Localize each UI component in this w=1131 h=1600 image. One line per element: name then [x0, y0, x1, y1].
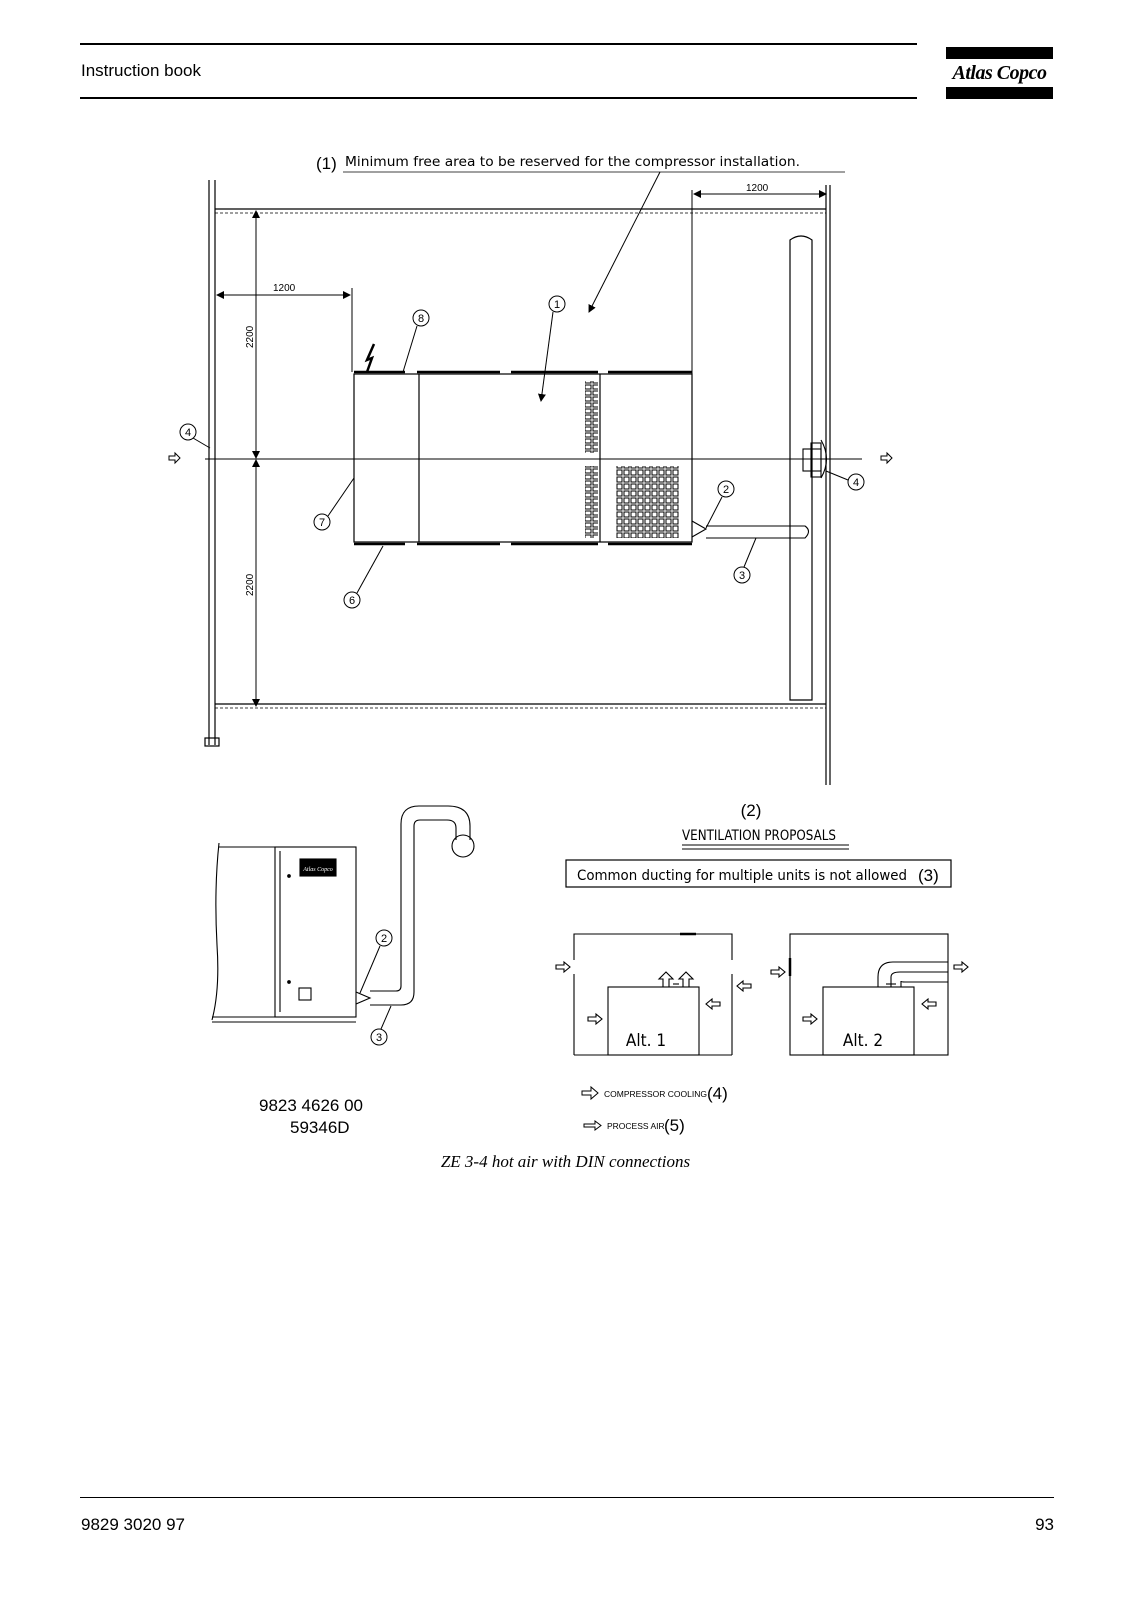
compressor-side-view — [211, 805, 475, 1023]
cooling-arrow-left — [168, 451, 181, 465]
dimension-left — [216, 288, 353, 372]
legend-process-icon — [583, 1120, 602, 1131]
installation-drawing: (1) Minimum free area to be reserved for… — [168, 154, 969, 1137]
footer-rule — [80, 1497, 1054, 1498]
callout-6: 6 — [349, 595, 355, 607]
callout-4-left: 4 — [185, 427, 191, 439]
notice-ref: (3) — [918, 866, 939, 885]
dim-top-right: 1200 — [746, 183, 769, 194]
alt-2-diagram — [770, 933, 969, 1056]
legend-cooling-label: COMPRESSOR COOLING — [604, 1089, 707, 1099]
air-duct-pipe — [789, 235, 813, 701]
ventilation-title: VENTILATION PROPOSALS — [682, 828, 836, 844]
alt-2-label: Alt. 2 — [843, 1031, 883, 1051]
header-title: Instruction book — [81, 61, 202, 80]
footer-doc-number: 9829 3020 97 — [81, 1515, 185, 1534]
side-view-logo: Atlas Copco — [302, 867, 333, 873]
atlas-copco-logo: Atlas Copco — [946, 47, 1053, 100]
wall-fan — [802, 439, 828, 479]
header-rule-top — [80, 43, 917, 45]
logo-wordmark: Atlas Copco — [952, 62, 1047, 84]
callout-1: 1 — [554, 299, 560, 311]
ventilation-ref: (2) — [741, 801, 762, 820]
notice-box — [565, 859, 952, 888]
free-area-ref: (1) — [316, 154, 337, 173]
legend-process-ref: (5) — [664, 1116, 685, 1135]
figure-caption: ZE 3-4 hot air with DIN connections — [440, 1152, 691, 1171]
callout-8: 8 — [418, 313, 424, 325]
footer-page-number: 93 — [1035, 1515, 1054, 1534]
electrical-symbol-icon — [364, 343, 376, 373]
drawing-code: 59346D — [290, 1118, 350, 1137]
free-area-text: Minimum free area to be reserved for the… — [345, 155, 800, 170]
header-rule-bottom — [80, 97, 917, 99]
callout-2: 2 — [723, 484, 729, 496]
alt-1-label: Alt. 1 — [626, 1031, 666, 1051]
drawing-number: 9823 4626 00 — [259, 1096, 363, 1115]
notice-text: Common ducting for multiple units is not… — [577, 868, 907, 884]
side-view-callouts: 2 3 — [359, 929, 393, 1046]
alt-1-diagram — [555, 932, 752, 1056]
callout-7: 7 — [319, 517, 325, 529]
cooling-arrow-right — [880, 451, 893, 465]
callouts: 1 8 4 4 2 7 3 6 — [179, 295, 865, 609]
dim-vertical-upper: 2200 — [245, 325, 256, 348]
legend-cooling-ref: (4) — [707, 1084, 728, 1103]
legend-cooling-icon — [581, 1085, 599, 1101]
room-outline — [204, 180, 831, 785]
callout-3: 3 — [739, 570, 745, 582]
callout-4-right: 4 — [853, 477, 859, 489]
dim-vertical-lower: 2200 — [245, 573, 256, 596]
side-callout-3: 3 — [376, 1032, 382, 1044]
side-callout-2: 2 — [381, 933, 387, 945]
outlet-pipe — [691, 520, 810, 539]
legend-process-label: PROCESS AIR — [607, 1121, 665, 1131]
dim-left: 1200 — [273, 283, 296, 294]
dimension-top-right — [691, 190, 827, 374]
compressor-top-view — [353, 370, 693, 546]
